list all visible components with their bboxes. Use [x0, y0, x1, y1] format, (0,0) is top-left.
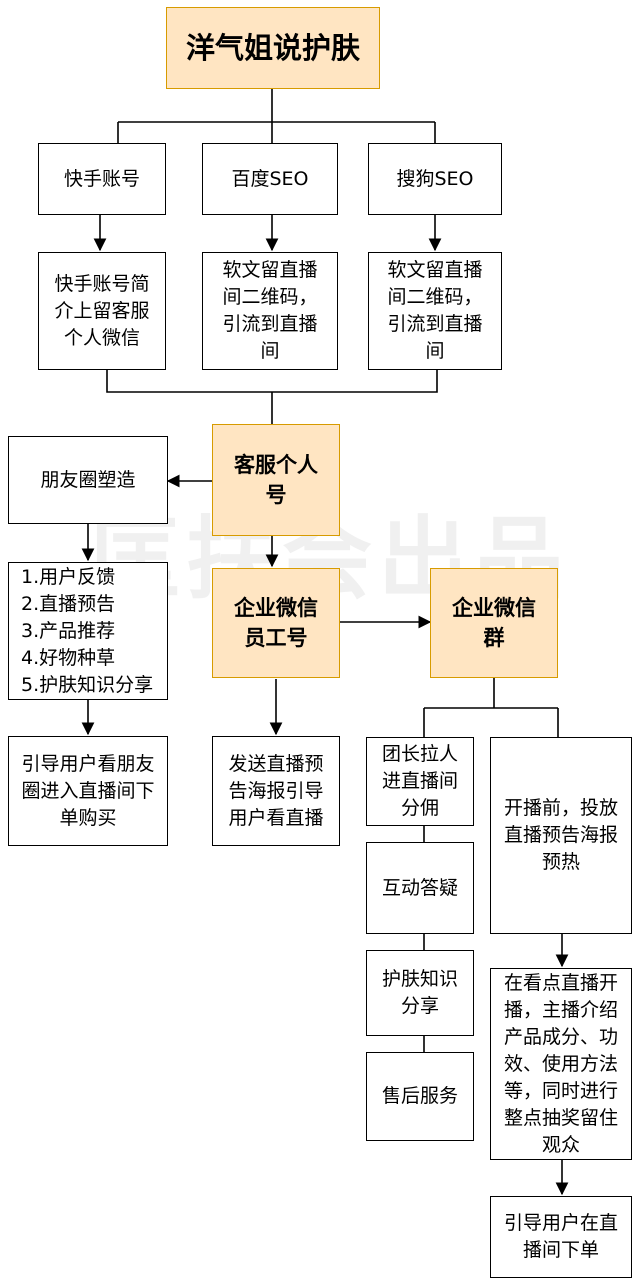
employee-account: 企业微信 员工号: [212, 568, 340, 678]
title-connector: [117, 88, 436, 143]
action-sogou: 软文留直播 间二维码， 引流到直播 间: [368, 252, 502, 370]
moments-result: 引导用户看朋友 圈进入直播间下 单购买: [8, 736, 168, 846]
group-step-live: 在看点直播开 播，主播介绍 产品成分、功 效、使用方法 等，同时进行 整点抽奖留…: [490, 968, 632, 1160]
employee-action: 发送直播预 告海报引导 用户看直播: [212, 736, 340, 846]
group-item-commission: 团长拉人 进直播间 分佣: [366, 737, 474, 826]
group-item-aftersales: 售后服务: [366, 1052, 474, 1141]
source-baidu: 百度SEO: [202, 143, 338, 215]
group-step-preheat: 开播前，投放 直播预告海报 预热: [490, 737, 632, 934]
action-kuaishou: 快手账号简 介上留客服 个人微信: [38, 252, 166, 370]
source-kuaishou: 快手账号: [38, 143, 166, 215]
group-account: 企业微信 群: [430, 568, 558, 678]
title-box: 洋气姐说护肤: [166, 7, 380, 89]
group-item-qa: 互动答疑: [366, 842, 474, 934]
group-step-order: 引导用户在直 播间下单: [490, 1196, 632, 1278]
group-item-skincare: 护肤知识 分享: [366, 950, 474, 1036]
moments-items: 1.用户反馈 2.直播预告 3.产品推荐 4.好物种草 5.护肤知识分享: [8, 562, 168, 700]
service-account: 客服个人 号: [212, 424, 340, 536]
moments-label: 朋友圈塑造: [8, 436, 168, 524]
source-sogou: 搜狗SEO: [368, 143, 502, 215]
action-baidu: 软文留直播 间二维码， 引流到直播 间: [202, 252, 338, 370]
group-branch: [423, 678, 559, 737]
merge-connector: [106, 370, 438, 424]
